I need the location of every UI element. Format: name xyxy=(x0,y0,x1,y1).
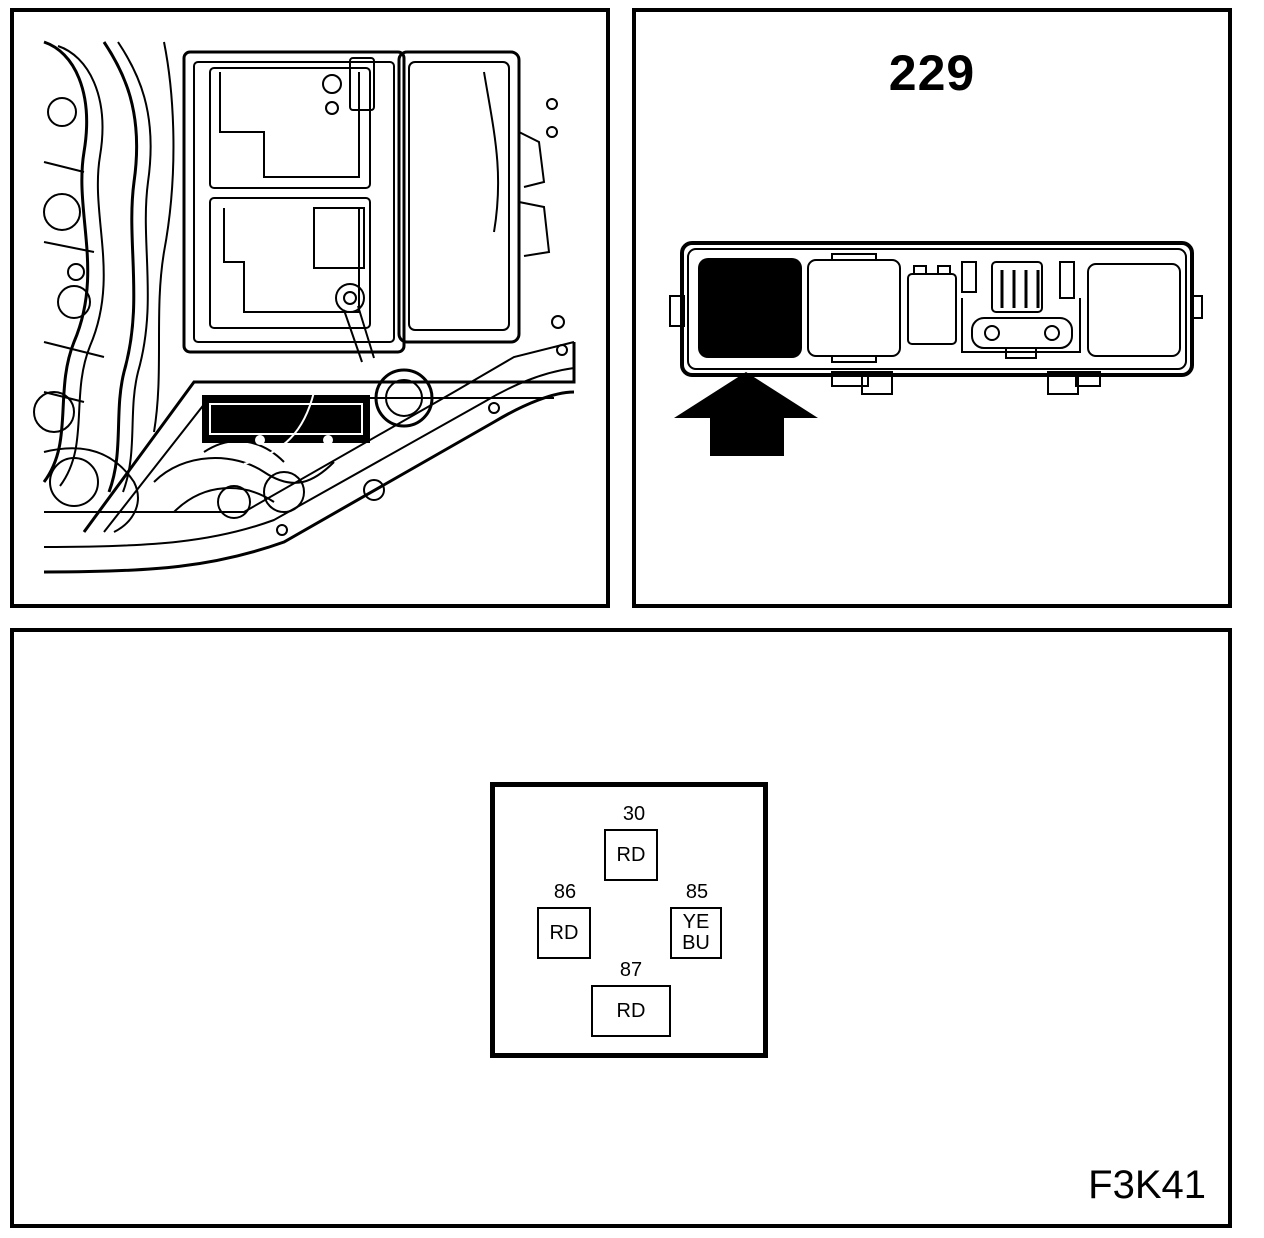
pin-85-wire-color: YE BU xyxy=(670,907,722,959)
engine-bay-illustration xyxy=(33,40,576,574)
pin-number-87: 87 xyxy=(619,959,643,981)
engine-bay-panel xyxy=(10,8,610,608)
location-arrow xyxy=(674,372,818,456)
connector-pinout-panel: 30 RD 86 RD 85 YE BU 87 RD F3K41 xyxy=(10,628,1232,1228)
diagram-code: F3K41 xyxy=(1088,1163,1206,1207)
relay-box-illustration xyxy=(669,241,1203,456)
pin-number-30: 30 xyxy=(622,803,646,825)
pin-30-wire-color: RD xyxy=(604,829,658,881)
connector-face: 30 RD 86 RD 85 YE BU 87 RD xyxy=(490,782,768,1058)
relay-box-panel: 229 xyxy=(632,8,1232,608)
pin-number-86: 86 xyxy=(553,881,577,903)
pin-87-wire-color: RD xyxy=(591,985,671,1037)
pin-86-wire-color: RD xyxy=(537,907,591,959)
relay-number: 229 xyxy=(888,45,976,101)
pin-number-85: 85 xyxy=(685,881,709,903)
